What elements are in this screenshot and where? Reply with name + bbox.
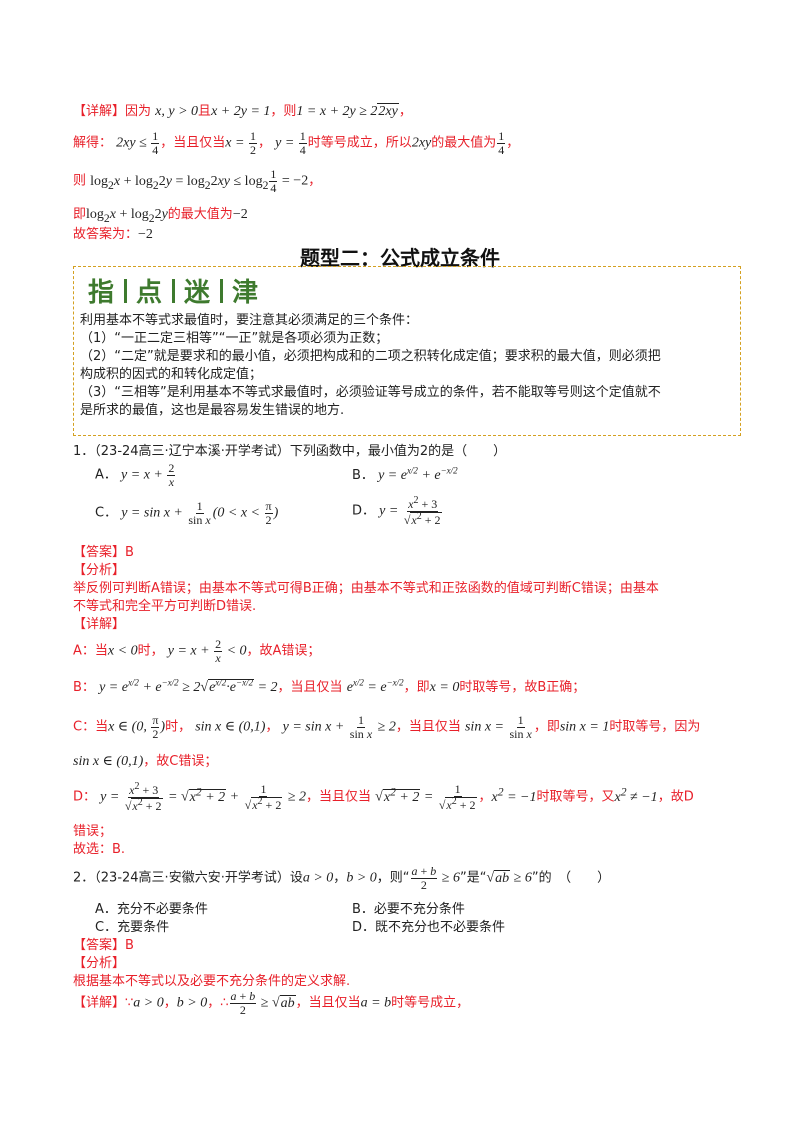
max1-line: 即log2x + log22y的最大值为−2 — [73, 207, 248, 225]
guide-char: 指 — [88, 278, 116, 308]
detail-tag: 【详解】 — [73, 104, 126, 119]
a1-detail-c2: sin x ∈ (0,1)，故C错误； — [73, 754, 218, 769]
guide-char: 点 — [136, 278, 164, 308]
a1-analysis-line: 不等式和完全平方可判断D错误. — [73, 599, 257, 614]
answer0-line: 故答案为：−2 — [73, 227, 153, 242]
q2-option-c: C．充要条件 — [95, 920, 170, 935]
guide-line: 是所求的最值，这也是最容易发生错误的地方. — [80, 403, 345, 418]
q2-stem: 2．（23-24高三·安徽六安·开学考试）设a > 0，b > 0，则“a + … — [73, 864, 611, 892]
detail1-line: 【详解】因为 x, y > 0且x + 2y = 1，则1 = x + 2y ≥… — [73, 103, 412, 119]
guide-line: 构成积的因式的和转化成定值； — [80, 367, 263, 382]
a1-detail-b: B： y = ex/2 + e−x/2 ≥ 2√ex/2·e−x/2 = 2，当… — [73, 677, 586, 695]
a1-detail-d: D： y = x2 + 3√x2 + 2 = √x2 + 2 + 1√x2 + … — [73, 781, 694, 813]
a2-analysis: 根据基本不等式以及必要不充分条件的定义求解. — [73, 974, 351, 989]
q2-option-b: B．必要不充分条件 — [352, 902, 465, 917]
a2-analysis-tag: 【分析】 — [73, 956, 126, 971]
guide-box — [73, 266, 741, 436]
a1-detail-tag: 【详解】 — [73, 617, 126, 632]
guide-char: 迷 — [184, 278, 212, 308]
guide-line: 利用基本不等式求最值时，要注意其必须满足的三个条件： — [80, 313, 419, 328]
q2-option-d: D．既不充分也不必要条件 — [352, 920, 506, 935]
guide-line: （1）“一正二定三相等”“一正”就是各项必须为正数； — [80, 331, 389, 346]
q2-option-a: A．充分不必要条件 — [95, 902, 208, 917]
a1-answer: 【答案】B — [73, 545, 134, 560]
guide-line: （2）“二定”就是要求和的最小值，必须把构成和的二项之积转化成定值；要求积的最大… — [80, 349, 661, 364]
math: x, y > 0 — [155, 104, 199, 119]
guide-char: 津 — [232, 278, 260, 308]
a1-analysis-line: 举反例可判断A错误；由基本不等式可得B正确；由基本不等式和正弦函数的值域可判断C… — [73, 581, 659, 596]
q1-stem: 1．（23-24高三·辽宁本溪·开学考试）下列函数中，最小值为2的是（ ） — [73, 444, 507, 459]
a2-answer: 【答案】B — [73, 938, 134, 953]
a1-analysis-tag: 【分析】 — [73, 563, 126, 578]
guide-banner: 指 点 迷 津 — [88, 272, 259, 309]
guide-line: （3）“三相等”是利用基本不等式求最值时，必须验证等号成立的条件，若不能取等号则… — [80, 385, 661, 400]
q1-option-b: B． y = ex/2 + e−x/2 — [352, 465, 458, 483]
a1-detail-d2: 错误； — [73, 824, 113, 839]
q1-option-d: D． y = x2 + 3√x2 + 2 — [352, 495, 442, 527]
a1-choose: 故选：B. — [73, 842, 126, 857]
